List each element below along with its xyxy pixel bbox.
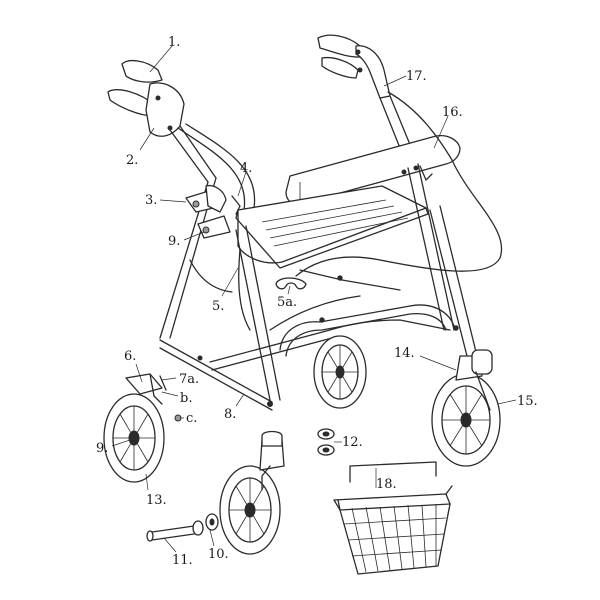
callout-9-top: 9. <box>168 234 180 249</box>
seat-clip <box>275 277 307 290</box>
callout-6: 6. <box>124 349 136 364</box>
callout-15: 15. <box>517 394 538 409</box>
callout-16: 16. <box>442 105 463 120</box>
front-wheel-assembly <box>103 373 285 555</box>
callout-5a: 5a. <box>277 295 297 310</box>
rear-wheel-assembly <box>313 335 501 467</box>
callout-1: 1. <box>168 35 180 50</box>
callout-3: 3. <box>145 193 157 208</box>
callout-14: 14. <box>394 346 415 361</box>
callout-9-bottom: 9. <box>96 441 108 456</box>
front-handle-assembly <box>107 59 217 183</box>
callout-11: 11. <box>172 553 193 568</box>
callout-18: 18. <box>376 477 397 492</box>
callout-5: 5. <box>212 299 224 314</box>
callout-17: 17. <box>406 69 427 84</box>
leader-lines <box>111 45 517 553</box>
callout-4: 4. <box>240 161 252 176</box>
callout-7a: 7a. <box>179 372 199 387</box>
callout-labels: 1. 2. 3. 4. 5. 5a. 6. 7a. b. c. 8. 9. 9.… <box>96 35 538 568</box>
wire-basket <box>333 461 453 575</box>
backrest <box>285 134 461 206</box>
brake-lever-assembly <box>185 184 241 239</box>
callout-12: 12. <box>342 435 363 450</box>
seat <box>235 185 429 269</box>
callout-7b: b. <box>180 391 192 406</box>
callout-10: 10. <box>208 547 229 562</box>
callout-13: 13. <box>146 493 167 508</box>
callout-8: 8. <box>224 407 236 422</box>
hardware-parts <box>146 428 335 542</box>
callout-7c: c. <box>186 411 197 426</box>
callout-2: 2. <box>126 153 138 168</box>
